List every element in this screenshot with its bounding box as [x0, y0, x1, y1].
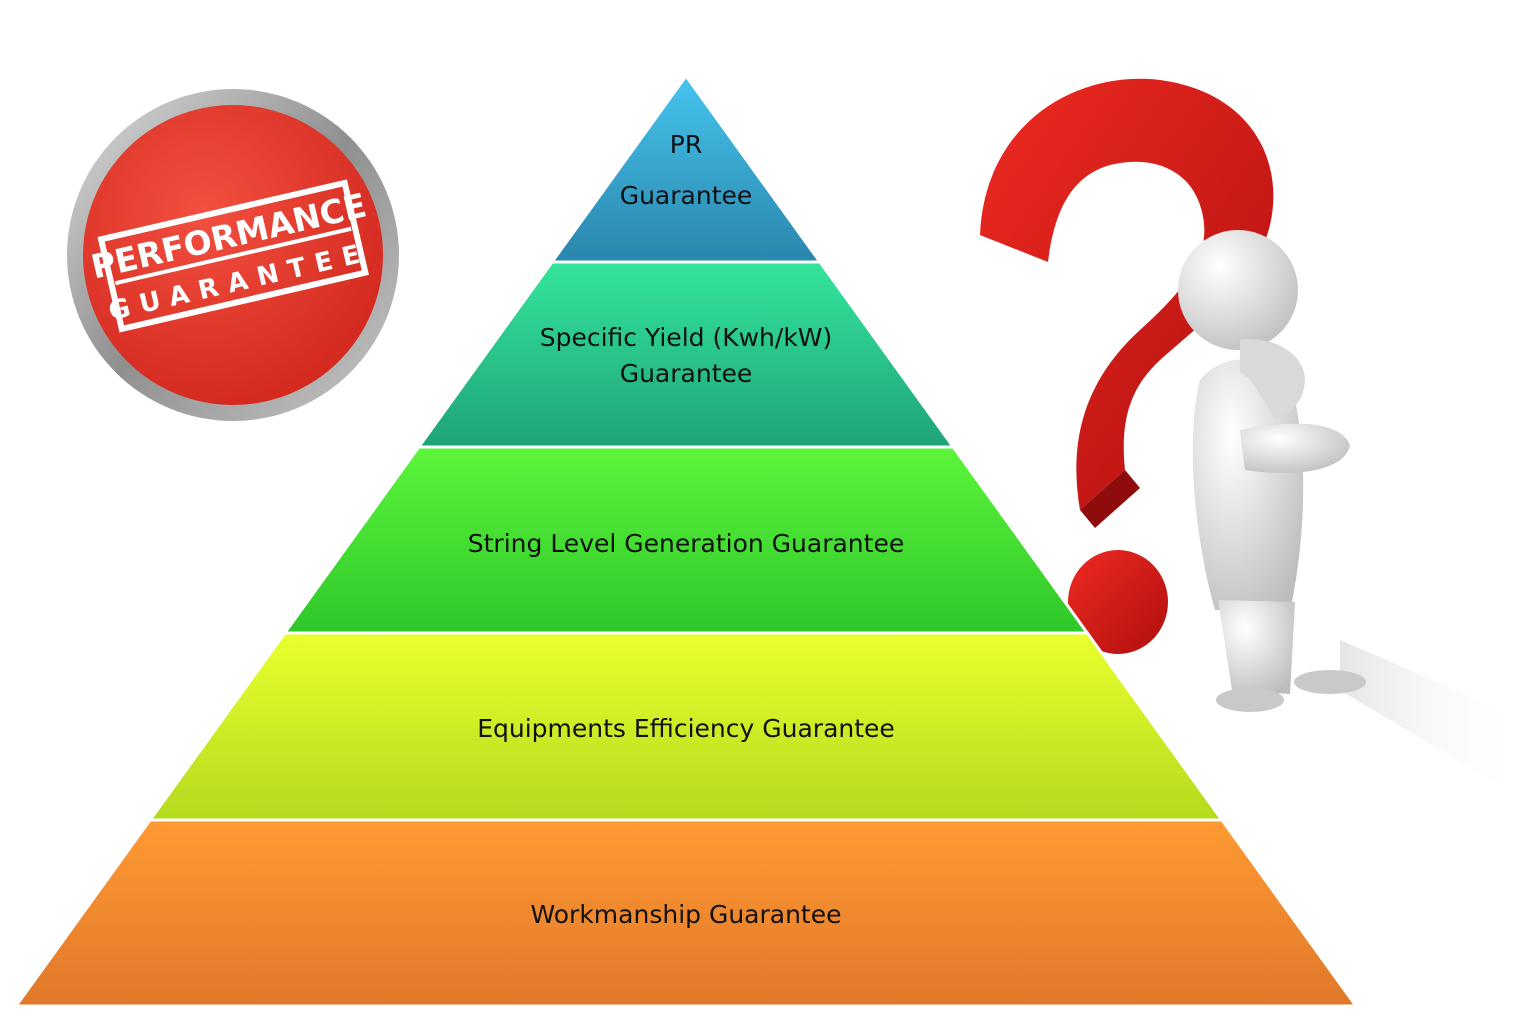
pyramid-tier-5: Workmanship Guarantee	[13, 818, 1359, 1008]
pyramid-tier-shape	[549, 73, 823, 264]
performance-guarantee-seal: PERFORMANCE GUARANTEE	[67, 89, 399, 421]
pyramid-tier-label: Equipments Efficiency Guarantee	[477, 714, 895, 743]
figure-torso	[1192, 359, 1304, 612]
question-mark-thinking-figure-icon	[980, 78, 1525, 800]
pyramid-tier-label: Workmanship Guarantee	[531, 900, 842, 929]
thinking-figure	[1178, 230, 1366, 712]
pyramid-tier-label: PR	[670, 130, 702, 159]
figure-hand-chin	[1240, 339, 1305, 418]
figure-head	[1178, 230, 1298, 350]
pyramid-tier-label: Specific Yield (Kwh/kW)	[540, 323, 833, 352]
figure-foot-left	[1216, 688, 1284, 712]
seal-stamp-border	[97, 179, 369, 333]
pyramid-tier-shape	[13, 818, 1359, 1008]
question-mark-curve	[980, 78, 1274, 510]
pyramid-tier-4: Equipments Efficiency Guarantee	[147, 631, 1225, 822]
pyramid-tier-label: String Level Generation Guarantee	[468, 529, 904, 558]
figure-folded-arm	[1240, 423, 1350, 473]
question-mark-curve-depth	[1080, 470, 1140, 528]
pyramid-tier-shape	[415, 260, 957, 449]
pyramid-tier-label: Guarantee	[620, 359, 753, 388]
pyramid-tier-2: Specific Yield (Kwh/kW) Guarantee	[415, 260, 957, 449]
figure-legs	[1218, 600, 1295, 694]
figure-shadow	[1340, 640, 1525, 800]
question-mark-dot	[1068, 550, 1168, 654]
figure-foot-right	[1294, 670, 1366, 694]
pyramid-tier-1: PR Guarantee	[549, 73, 823, 264]
pyramid-tier-3: String Level Generation Guarantee	[281, 445, 1091, 635]
pyramid-tier-label: Guarantee	[620, 181, 753, 210]
seal-stamp-divider	[114, 226, 352, 286]
